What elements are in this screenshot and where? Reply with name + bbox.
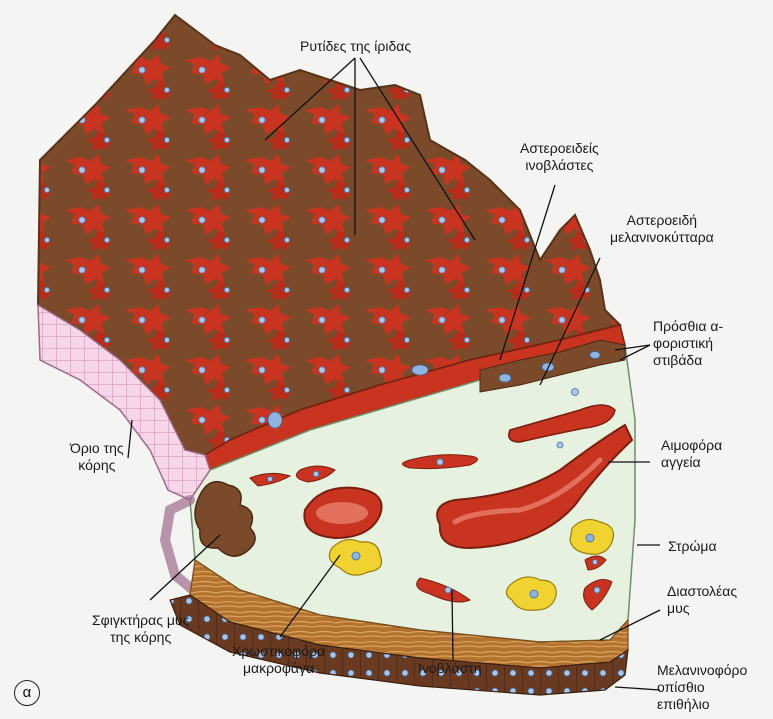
label-iris-folds: Ρυτίδες της ίριδας [300,38,411,55]
panel-letter-badge: α [14,680,40,706]
label-pupil-margin: Όριο της κόρης [70,440,124,474]
label-anterior-border-layer: Πρόσθια α- φοριστική στιβάδα [653,318,723,369]
label-dilator-muscle: Διαστολέας μυς [667,583,737,617]
label-fibroblast: Ινοβλάστη [418,660,482,677]
label-stellate-fibroblasts: Αστεροειδείς ινοβλάστες [520,140,599,174]
label-stroma: Στρώμα [668,538,717,555]
label-posterior-epithelium: Μελανινοφόρο οπίσθιο επιθήλιο [657,662,747,713]
label-sphincter-muscle: Σφιγκτήρας μυς της κόρης [92,612,189,646]
label-stellate-melanocytes: Αστεροειδή μελανινοκύτταρα [610,212,714,246]
label-blood-vessels: Αιμοφόρα αγγεία [661,437,722,471]
label-chromatophore-macrophages: Χρωστικοφόρα μακροφάγα [232,643,325,677]
